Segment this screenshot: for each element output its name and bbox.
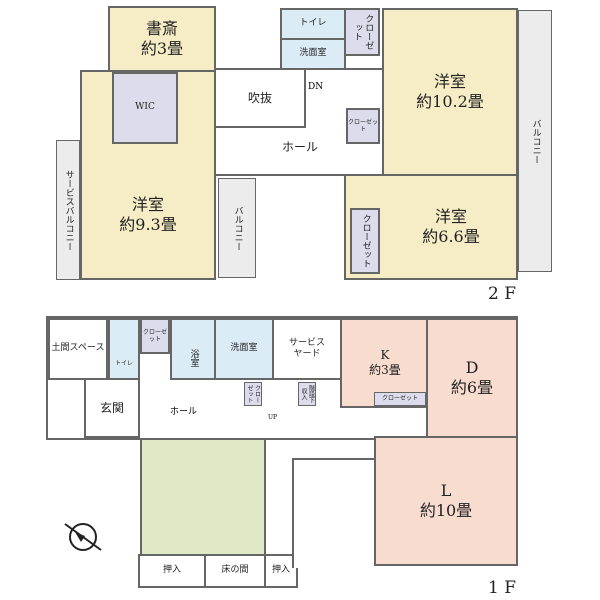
balcony-left: バルコニー [218, 178, 256, 278]
closet-2f-top: クローゼット [344, 8, 380, 56]
closet-kitchen: クローゼット [374, 392, 426, 406]
tatami-room [140, 438, 266, 556]
service-yard: サービスヤード [272, 318, 342, 380]
oshiire-left: 押入 [138, 554, 206, 588]
closet-2f-hall: クローゼット [346, 108, 380, 144]
oshiire-right: 押入 [264, 554, 298, 588]
balcony-right: バルコニー [518, 10, 552, 272]
wic: WIC [112, 72, 178, 144]
tokonoma: 床の間 [204, 554, 266, 588]
hall-extension [292, 458, 378, 568]
floor-1f-label: 1 F [488, 578, 517, 598]
hall-1f: ホール [170, 407, 198, 417]
doma-space: 土間スペース [48, 318, 108, 380]
bath: 浴室 [170, 318, 216, 380]
study: 書斎約3畳 [108, 6, 216, 72]
washroom-2f: 洗面室 [280, 38, 346, 70]
service-balcony: サービスバルコニー [56, 140, 80, 280]
study-label: 書斎約3畳 [140, 19, 184, 58]
entrance: 玄関 [84, 378, 140, 438]
toilet-1f: トイレ [108, 318, 140, 380]
closet-2f-c: クローゼット [350, 208, 380, 274]
closet-stair: クローゼット [244, 382, 262, 406]
washroom-1f: 洗面室 [214, 318, 274, 380]
toilet-2f: トイレ [280, 8, 346, 40]
closet-1f: クローゼット [140, 318, 170, 354]
bedroom-9-3: 洋室約9.3畳 [80, 70, 216, 280]
floor-2f-label: 2 F [488, 284, 517, 304]
under-stair-storage: 階段下収入 [298, 382, 316, 406]
bedroom-10-2: 洋室約10.2畳 [382, 8, 518, 176]
stair-dn: DN [308, 82, 324, 92]
compass-north-icon [64, 523, 102, 551]
void: 吹抜 [216, 70, 306, 128]
stair-up: UP [268, 414, 278, 421]
